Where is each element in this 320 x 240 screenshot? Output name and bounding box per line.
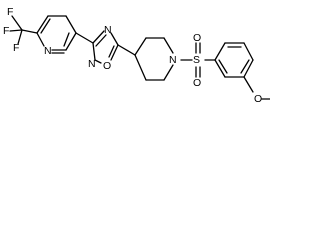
sulfonyl-oxygen-label: O [193,32,201,44]
pyridine-nitrogen-label: N [44,45,52,57]
fluorine-label: F [13,42,19,54]
oxadiazole-nitrogen-label: N [88,58,96,70]
oxadiazole-piperidine-bond [117,44,136,56]
trifluoromethyl-group: F F F [3,6,38,54]
piperidine-nitrogen-label: N [169,54,177,66]
sulfur-label: S [193,54,200,66]
benzene-ring [214,42,254,78]
fluorine-label: F [3,25,9,37]
oxadiazole-ring: N N O [88,24,119,72]
piperidine-ring: N [134,37,177,81]
molecule-structure: F F F N N N O [3,6,270,105]
sulfonyl-group: S O O [193,32,201,89]
pyridine-ring: N [36,15,77,57]
pyridine-oxadiazole-bond [75,32,94,44]
methoxy-group: O [243,76,270,105]
methoxy-oxygen-label: O [254,93,262,105]
fluorine-label: F [7,6,13,18]
sulfonyl-oxygen-label: O [193,77,201,89]
oxadiazole-oxygen-label: O [103,60,111,72]
oxadiazole-nitrogen-label: N [104,24,112,36]
